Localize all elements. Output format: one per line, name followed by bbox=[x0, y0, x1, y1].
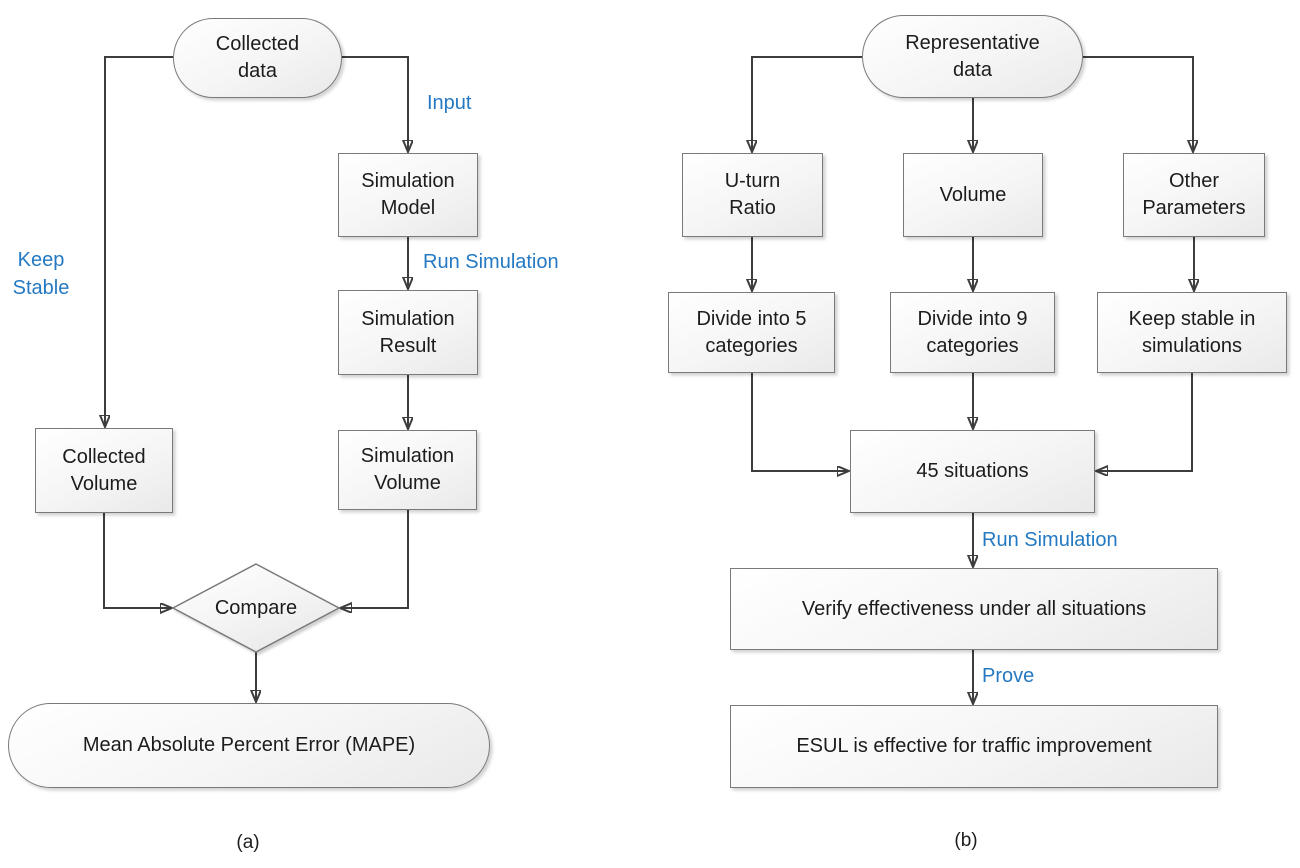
node-45-situations: 45 situations bbox=[850, 430, 1095, 513]
edge-a-collectedvolume-to-compare bbox=[103, 513, 170, 608]
node-volume: Volume bbox=[903, 153, 1043, 237]
node-mape: Mean Absolute Percent Error (MAPE) bbox=[8, 703, 490, 788]
edge-label-keep-stable: Keep Stable bbox=[12, 249, 70, 299]
edge-b-divide5-to-situations bbox=[751, 373, 847, 471]
node-collected-volume: Collected Volume bbox=[35, 428, 173, 513]
node-simulation-result: Simulation Result bbox=[338, 290, 478, 375]
compare-diamond-shape bbox=[171, 563, 341, 653]
edge-label-run-simulation-a: Run Simulation bbox=[423, 251, 559, 273]
node-simulation-model: Simulation Model bbox=[338, 153, 478, 237]
node-simulation-volume: Simulation Volume bbox=[338, 430, 477, 510]
node-divide-into-5: Divide into 5 categories bbox=[668, 292, 835, 373]
node-keep-stable-simulations: Keep stable in simulations bbox=[1097, 292, 1287, 373]
edge-a-start-to-collected-volume bbox=[105, 56, 173, 425]
edge-b-keepstable-to-situations bbox=[1098, 373, 1193, 471]
node-collected-data: Collected data bbox=[173, 18, 342, 98]
node-divide-into-9: Divide into 9 categories bbox=[890, 292, 1055, 373]
edge-label-prove: Prove bbox=[982, 665, 1035, 687]
node-verify-effectiveness: Verify effectiveness under all situation… bbox=[730, 568, 1218, 650]
edge-a-simvolume-to-compare bbox=[342, 510, 409, 608]
node-uturn-ratio: U-turn Ratio bbox=[682, 153, 823, 237]
caption-a: (a) bbox=[236, 832, 260, 853]
edge-label-run-simulation-b: Run Simulation bbox=[982, 529, 1118, 551]
node-esul-effective: ESUL is effective for traffic improvemen… bbox=[730, 705, 1218, 788]
node-representative-data: Representative data bbox=[862, 15, 1083, 98]
edge-a-start-to-sim-model bbox=[342, 56, 408, 150]
caption-b: (b) bbox=[954, 830, 978, 851]
edge-label-input: Input bbox=[427, 92, 472, 114]
edge-b-start-to-uturn bbox=[752, 56, 862, 150]
node-other-parameters: Other Parameters bbox=[1123, 153, 1265, 237]
edge-b-start-to-other bbox=[1083, 56, 1193, 150]
node-compare-label: Compare bbox=[214, 596, 298, 619]
